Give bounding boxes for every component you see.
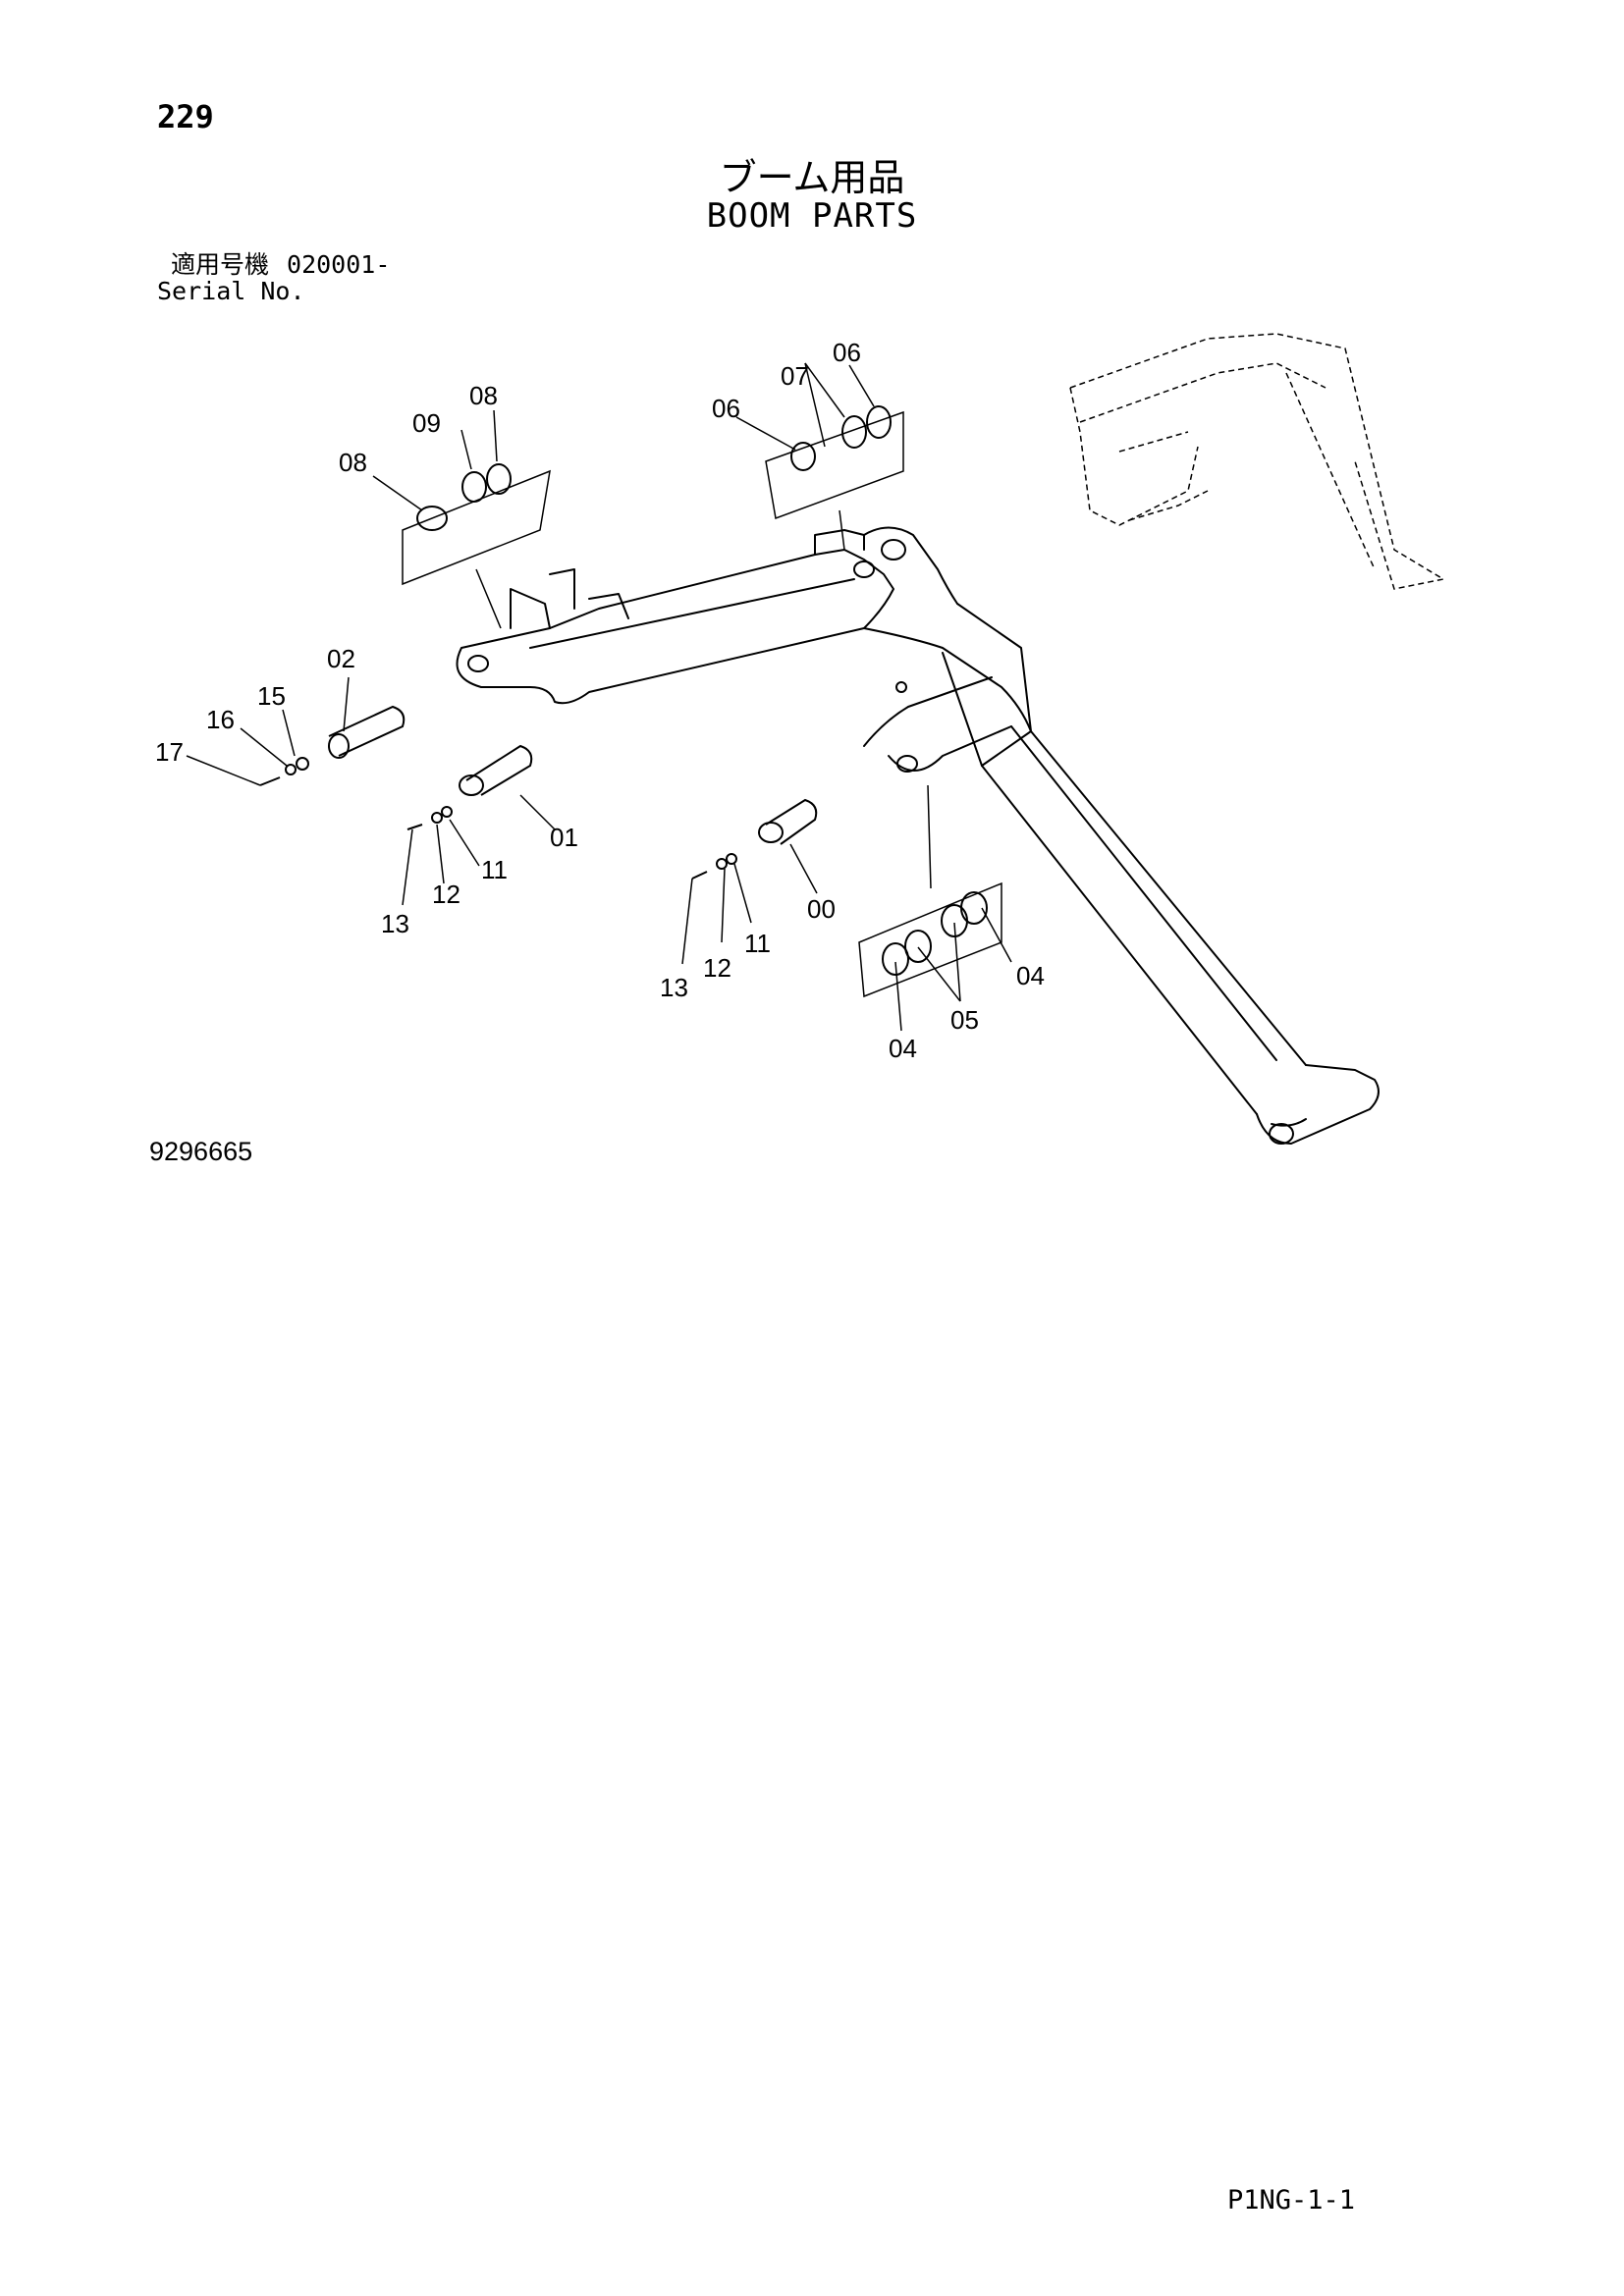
- callout-11-left: 11: [481, 855, 508, 884]
- footer-code: P1NG-1-1: [1227, 2185, 1356, 2216]
- callout-labels: 02 15 16 17 08 09 08 06 07 06 01 11 12 1…: [155, 338, 1045, 1063]
- callout-13-left: 13: [381, 909, 409, 938]
- callout-11-right: 11: [744, 929, 771, 958]
- callout-02: 02: [327, 644, 355, 673]
- serial-label-english: Serial No.: [157, 277, 305, 305]
- callout-00: 00: [807, 894, 836, 924]
- callout-09: 09: [412, 408, 441, 438]
- fasteners: [259, 757, 737, 880]
- inset-excavator-sketch: [1069, 333, 1446, 590]
- callout-17: 17: [155, 737, 184, 767]
- callout-15: 15: [257, 681, 286, 711]
- callout-16: 16: [206, 705, 235, 734]
- callout-04-right: 04: [1016, 961, 1045, 990]
- callout-06-left: 06: [712, 394, 740, 423]
- callout-06-right: 06: [833, 338, 861, 367]
- boom-outline: [456, 526, 1380, 1145]
- boom-pin-holes: [467, 539, 1294, 1145]
- shim-washers: [416, 405, 988, 976]
- leader-lines: [186, 362, 1012, 1032]
- callout-05: 05: [950, 1005, 979, 1035]
- callout-07: 07: [781, 361, 809, 391]
- callout-12-right: 12: [703, 953, 731, 983]
- serial-range: 020001-: [287, 250, 391, 279]
- callout-08-left: 08: [339, 448, 367, 477]
- callout-04-left: 04: [889, 1034, 917, 1063]
- page-number: 229: [157, 98, 214, 135]
- callout-01: 01: [550, 823, 578, 852]
- callout-08-right: 08: [469, 381, 498, 410]
- pins: [328, 705, 818, 845]
- callout-12-left: 12: [432, 880, 460, 909]
- serial-applicability: 適用号機 020001- Serial No.: [157, 251, 390, 304]
- serial-label-japanese: 適用号機: [171, 250, 270, 279]
- group-brackets: [402, 410, 1002, 998]
- page-title-english: BOOM PARTS: [706, 196, 918, 236]
- figure-number: 9296665: [149, 1137, 253, 1166]
- callout-13-right: 13: [660, 973, 688, 1002]
- page-title-japanese: ブーム用品: [719, 156, 905, 199]
- serial-row-japanese: 適用号機 020001-: [157, 251, 390, 278]
